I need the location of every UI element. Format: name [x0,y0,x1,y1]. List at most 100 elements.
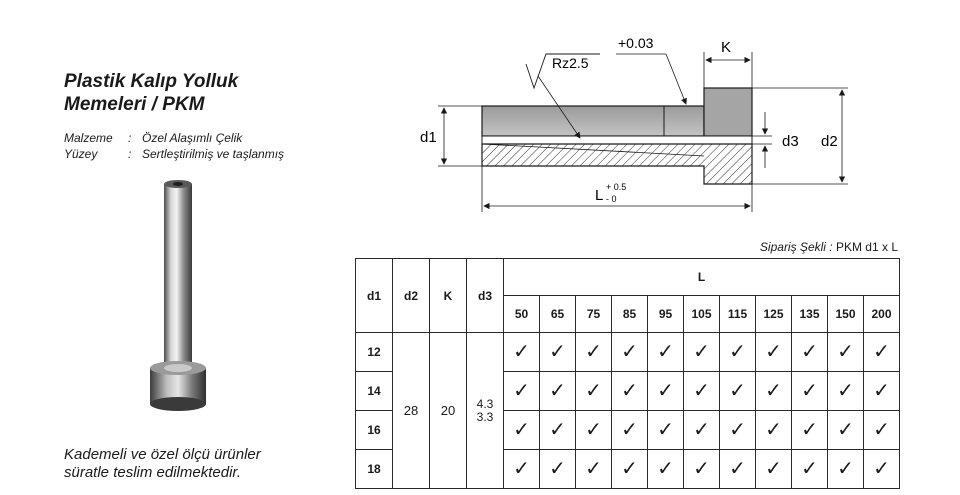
availability-check-icon: ✓ [719,371,756,411]
availability-check-icon: ✓ [791,371,828,411]
d3-dimension: d3 [752,112,799,168]
availability-check-icon: ✓ [575,332,612,372]
spec-row-material: Malzeme : Özel Alaşımlı Çelik [64,130,284,146]
l-value-header: 105 [683,295,720,333]
length-tol-plus: + 0.5 [606,182,626,192]
availability-check-icon: ✓ [755,449,792,489]
l-value-header: 75 [575,295,612,333]
l-value-header: 135 [791,295,828,333]
length-tol-minus: - 0 [606,194,617,204]
availability-check-icon: ✓ [539,371,576,411]
availability-check-icon: ✓ [539,332,576,372]
spec-label: Yüzey [64,147,98,161]
l-value-header: 150 [827,295,864,333]
k-dimension: K [703,39,753,88]
availability-check-icon: ✓ [863,332,900,372]
availability-check-icon: ✓ [575,449,612,489]
availability-check-icon: ✓ [719,449,756,489]
title-line-1: Plastik Kalıp Yolluk [64,71,239,92]
title-line-2: Memeleri / PKM [64,94,205,115]
l-value-header: 50 [503,295,540,333]
availability-check-icon: ✓ [791,332,828,372]
order-format-value: PKM d1 x L [835,240,898,254]
delivery-note-line-2: süratle teslim edilmektedir. [64,464,242,481]
d3-value: 4.3 [476,396,494,411]
length-dimension: L + 0.5 - 0 [481,166,753,212]
d1-label: d1 [420,129,437,146]
spec-value: Sertleştirilmiş ve taşlanmış [142,147,285,161]
length-label: L [595,187,603,204]
availability-check-icon: ✓ [719,410,756,450]
l-value-header: 200 [863,295,900,333]
d2-cell: 28 [392,332,430,489]
availability-check-icon: ✓ [683,332,720,372]
order-format: Sipariş Şekli : PKM d1 x L [760,240,898,254]
spec-value: Özel Alaşımlı Çelik [142,131,243,145]
product-title: Plastik Kalıp Yolluk Memeleri / PKM [64,70,364,116]
availability-check-icon: ✓ [755,371,792,411]
availability-check-icon: ✓ [791,410,828,450]
l-value-header: 95 [647,295,684,333]
d1-cell: 12 [355,332,393,372]
availability-check-icon: ✓ [755,410,792,450]
availability-check-icon: ✓ [827,449,864,489]
d1-cell: 16 [355,410,393,450]
d1-cell: 14 [355,371,393,411]
availability-check-icon: ✓ [575,371,612,411]
availability-check-icon: ✓ [503,371,540,411]
tolerance-label: +0.03 [618,35,654,51]
availability-check-icon: ✓ [863,449,900,489]
spec-colon: : [128,131,132,145]
k-label: K [721,39,731,56]
availability-check-icon: ✓ [755,332,792,372]
spec-row-surface: Yüzey : Sertleştirilmiş ve taşlanmış [64,146,284,162]
availability-check-icon: ✓ [647,371,684,411]
d3-value: 3.3 [476,409,494,424]
d2-label: d2 [821,133,838,150]
l-value-header: 115 [719,295,756,333]
product-image [150,180,206,411]
availability-check-icon: ✓ [683,371,720,411]
availability-check-icon: ✓ [863,371,900,411]
availability-check-icon: ✓ [683,449,720,489]
table-row: 18✓✓✓✓✓✓✓✓✓✓✓ [355,449,900,489]
header-l: L [503,258,900,296]
header-k: K [429,258,467,333]
availability-check-icon: ✓ [863,410,900,450]
availability-check-icon: ✓ [647,410,684,450]
delivery-note: Kademeli ve özel ölçü ürünler süratle te… [64,446,261,482]
availability-check-icon: ✓ [539,449,576,489]
roughness-symbol: Rz2.5 [525,53,600,139]
availability-check-icon: ✓ [503,449,540,489]
availability-check-icon: ✓ [611,410,648,450]
table-row: 16✓✓✓✓✓✓✓✓✓✓✓ [355,410,900,450]
availability-check-icon: ✓ [611,371,648,411]
d2-dimension: d2 [752,87,848,185]
availability-check-icon: ✓ [647,449,684,489]
availability-check-icon: ✓ [827,371,864,411]
header-d2: d2 [392,258,430,333]
header-d3: d3 [466,258,504,333]
k-cell: 20 [429,332,467,489]
availability-check-icon: ✓ [719,332,756,372]
spec-list: Malzeme : Özel Alaşımlı Çelik Yüzey : Se… [64,130,284,162]
d1-cell: 18 [355,449,393,489]
availability-check-icon: ✓ [791,449,828,489]
header-d1: d1 [355,258,393,333]
availability-check-icon: ✓ [503,410,540,450]
tolerance-callout: +0.03 [616,35,687,105]
availability-check-icon: ✓ [611,449,648,489]
l-value-header: 65 [539,295,576,333]
l-value-header: 125 [755,295,792,333]
availability-check-icon: ✓ [611,332,648,372]
availability-check-icon: ✓ [539,410,576,450]
roughness-label: Rz2.5 [552,55,589,71]
availability-check-icon: ✓ [683,410,720,450]
availability-check-icon: ✓ [503,332,540,372]
spec-colon: : [128,147,132,161]
technical-drawing: d1 d3 d2 K +0.03 Rz2.5 L + [420,35,848,212]
spec-label: Malzeme [64,131,113,145]
